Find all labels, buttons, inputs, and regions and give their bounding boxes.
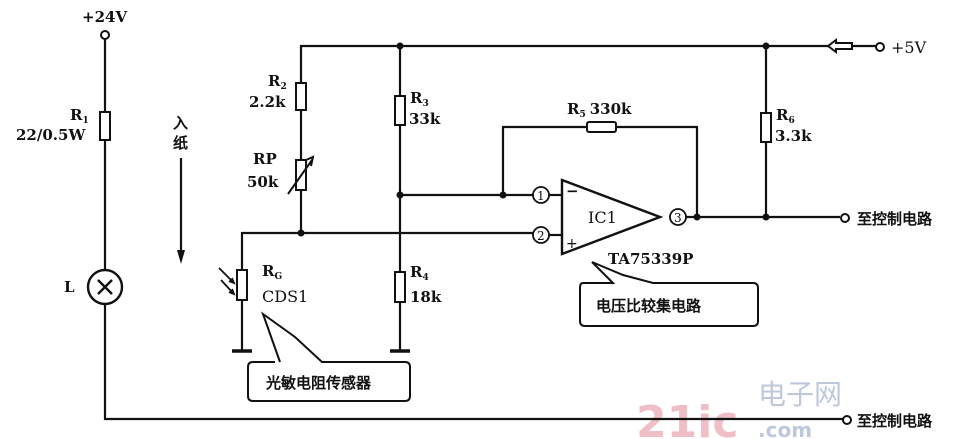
value-r2: 2.2k: [249, 93, 286, 111]
photoresistor-rg: [236, 269, 248, 301]
resistor-r6: [760, 112, 772, 143]
value-r4: 18k: [410, 288, 442, 306]
label-ic1: IC1: [588, 208, 617, 227]
terminal-24v: [100, 30, 110, 40]
resistor-r4: [394, 271, 406, 303]
callout-comparator-text: 电压比较集电路: [596, 297, 702, 315]
callout-sensor-text: 光敏电阻传感器: [265, 374, 372, 392]
label-to-control-1: 至控制电路: [857, 210, 933, 228]
callout-sensor: 光敏电阻传感器: [247, 311, 411, 402]
watermark: 21ic 电子网 .com: [636, 378, 842, 439]
label-r3: R3: [410, 89, 429, 109]
watermark-cn: 电子网: [758, 378, 842, 411]
label-rg: RG: [262, 262, 282, 282]
terminal-control-2: [842, 415, 852, 425]
wire-feedback: [501, 125, 587, 195]
value-r6: 3.3k: [775, 127, 812, 145]
lamp-cross: [97, 279, 113, 295]
minus-sign: −: [566, 182, 579, 200]
wire-feedback: [616, 125, 699, 217]
value-rp: 50k: [247, 173, 279, 191]
watermark-com: .com: [758, 418, 812, 439]
value-rg: CDS1: [262, 287, 308, 306]
junction: [693, 213, 701, 221]
pin-2-label: 2: [537, 229, 545, 243]
label-rp: RP: [253, 150, 277, 168]
value-r3: 33k: [409, 110, 441, 128]
label-part: TA75339P: [608, 250, 693, 268]
label-r2: R2: [268, 72, 287, 92]
label-24v: +24V: [82, 8, 127, 26]
label-5v: +5V: [891, 38, 927, 57]
resistor-r2: [295, 82, 307, 111]
terminal-5v: [875, 42, 885, 52]
label-r4: R4: [410, 263, 429, 283]
input-arrow-icon: [826, 38, 853, 54]
light-arrows-icon: [218, 267, 236, 296]
wire: [103, 304, 843, 421]
resistor-r5: [586, 121, 617, 133]
label-lamp: L: [64, 278, 75, 296]
wire-noninverting: [240, 231, 533, 270]
resistor-r1: [99, 111, 111, 141]
pin-1-label: 1: [537, 189, 545, 203]
comparator-ic1: [560, 178, 664, 256]
label-paper-in-1: 入: [173, 114, 188, 132]
value-r1: 22/0.5W: [16, 126, 86, 144]
resistor-r3: [394, 95, 406, 126]
variable-arrow-icon: [287, 155, 315, 195]
arrow-down-icon: [177, 250, 185, 264]
wire-top-rail: [299, 44, 830, 83]
label-r1: R1: [70, 106, 89, 126]
plus-sign: +: [566, 236, 578, 252]
callout-comparator: 电压比较集电路: [579, 261, 759, 327]
label-r6: R6: [776, 106, 795, 126]
pin-3-label: 3: [674, 211, 682, 225]
label-paper-in-2: 纸: [173, 134, 188, 152]
label-to-control-2: 至控制电路: [857, 412, 933, 430]
terminal-control-1: [840, 213, 850, 223]
